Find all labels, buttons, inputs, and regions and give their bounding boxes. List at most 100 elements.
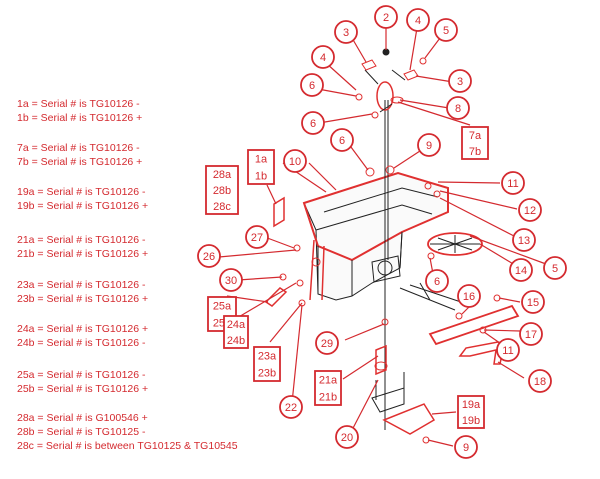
callout-label: 11 (502, 345, 513, 357)
callout-circle: 3 (334, 20, 358, 44)
callout-label: 6 (310, 118, 316, 130)
legend-line: 19a = Serial # is TG10126 - (17, 186, 146, 198)
callout-label: 9 (426, 140, 432, 152)
callout-box: 28a 28b 28c (205, 165, 239, 215)
callout-label: 6 (339, 135, 345, 147)
callout-box-label: 21b (319, 392, 337, 404)
bracket-19-highlight (382, 403, 436, 435)
callout-box-label: 28a (213, 169, 232, 181)
gearbox (371, 255, 401, 283)
callout-circle: 9 (417, 133, 441, 157)
callout-circle: 8 (446, 96, 470, 120)
spreader-drawing (264, 48, 520, 444)
callout-circle: 11 (496, 338, 520, 362)
legend-line: 21b = Serial # is TG10126 + (17, 248, 149, 260)
legend-line: 21a = Serial # is TG10126 - (17, 234, 146, 246)
callout-label: 22 (285, 402, 297, 414)
callout-circle: 5 (434, 18, 458, 42)
callout-circle: 13 (512, 228, 536, 252)
callout-circle: 5 (543, 256, 567, 280)
callout-box-label: 24a (227, 319, 246, 331)
callout-circle: 6 (425, 269, 449, 293)
callout-box-label: 23a (258, 351, 277, 363)
callout-circle: 12 (518, 198, 542, 222)
callout-label: 29 (321, 338, 333, 350)
fastener-3a (361, 59, 377, 71)
bracket-18 (458, 341, 505, 365)
callout-circle: 11 (501, 171, 525, 195)
part-25 (264, 287, 288, 307)
legend-line: 1b = Serial # is TG10126 + (17, 112, 143, 124)
callout-circle: 4 (311, 45, 335, 69)
callout-label: 6 (309, 80, 315, 92)
callout-label: 12 (524, 205, 536, 217)
callout-label: 16 (463, 291, 475, 303)
legend-line: 25a = Serial # is TG10126 - (17, 369, 146, 381)
callout-label: 11 (507, 178, 518, 190)
callout-circle: 20 (335, 425, 359, 449)
legend-line: 25b = Serial # is TG10126 + (17, 383, 149, 395)
callout-circle: 6 (330, 128, 354, 152)
legend-line: 7a = Serial # is TG10126 - (17, 142, 140, 154)
callout-box-label: 19b (462, 415, 480, 427)
callout-circle: 29 (315, 331, 339, 355)
callout-box-label: 19a (462, 399, 481, 411)
callout-circle: 2 (374, 5, 398, 29)
callout-circle: 22 (279, 395, 303, 419)
legend-line: 7b = Serial # is TG10126 + (17, 156, 143, 168)
callout-circle: 10 (283, 149, 307, 173)
callout-circle: 26 (197, 244, 221, 268)
callout-circle: 3 (448, 69, 472, 93)
callout-circle: 4 (406, 8, 430, 32)
callout-label: 2 (383, 12, 389, 24)
callout-label: 13 (518, 235, 530, 247)
callout-box-label: 1a (255, 154, 268, 166)
legend-line: 19b = Serial # is TG10126 + (17, 200, 149, 212)
callout-circle: 17 (519, 322, 543, 346)
callout-circle: 6 (300, 73, 324, 97)
callout-circle: 27 (245, 225, 269, 249)
callout-label: 10 (289, 156, 301, 168)
callout-circle: 16 (457, 284, 481, 308)
legend-line: 23b = Serial # is TG10126 + (17, 293, 149, 305)
bracket-19 (371, 387, 405, 413)
callout-box-label: 7a (469, 130, 482, 142)
part-21 (375, 344, 387, 376)
callout-circle: 14 (509, 258, 533, 282)
callout-label: 27 (251, 232, 263, 244)
callout-circle: 9 (454, 435, 478, 459)
callout-label: 30 (225, 275, 237, 287)
spinner-disc (427, 232, 483, 256)
callout-label: 3 (343, 27, 349, 39)
callout-box-label: 28b (213, 185, 231, 197)
leader-lines (218, 27, 547, 447)
callout-box-label: 21a (319, 375, 338, 387)
callout-box-label: 1b (255, 171, 267, 183)
callout-box-label: 24b (227, 335, 245, 347)
callout-label: 20 (341, 432, 353, 444)
callout-label: 4 (415, 15, 421, 27)
callout-label: 9 (463, 442, 469, 454)
fastener-3b (403, 69, 419, 81)
legend-line: 24b = Serial # is TG10126 - (17, 337, 146, 349)
callout-label: 6 (434, 276, 440, 288)
legend-line: 1a = Serial # is TG10126 - (17, 98, 140, 110)
callout-circle: 30 (219, 268, 243, 292)
legend-line: 28a = Serial # is G100546 + (17, 412, 148, 424)
callout-box-label: 23b (258, 368, 276, 380)
callout-label: 14 (515, 265, 527, 277)
legend-line: 24a = Serial # is TG10126 + (17, 323, 149, 335)
legend-line: 23a = Serial # is TG10126 - (17, 279, 146, 291)
part-28 (273, 196, 285, 228)
legend-line: 28c = Serial # is between TG10125 & TG10… (17, 440, 238, 452)
callout-box-label: 25a (213, 301, 232, 313)
callout-box-label: 28c (213, 201, 231, 213)
callout-label: 8 (455, 103, 461, 115)
callout-box-label: 7b (469, 146, 481, 158)
callout-circle: 15 (521, 290, 545, 314)
